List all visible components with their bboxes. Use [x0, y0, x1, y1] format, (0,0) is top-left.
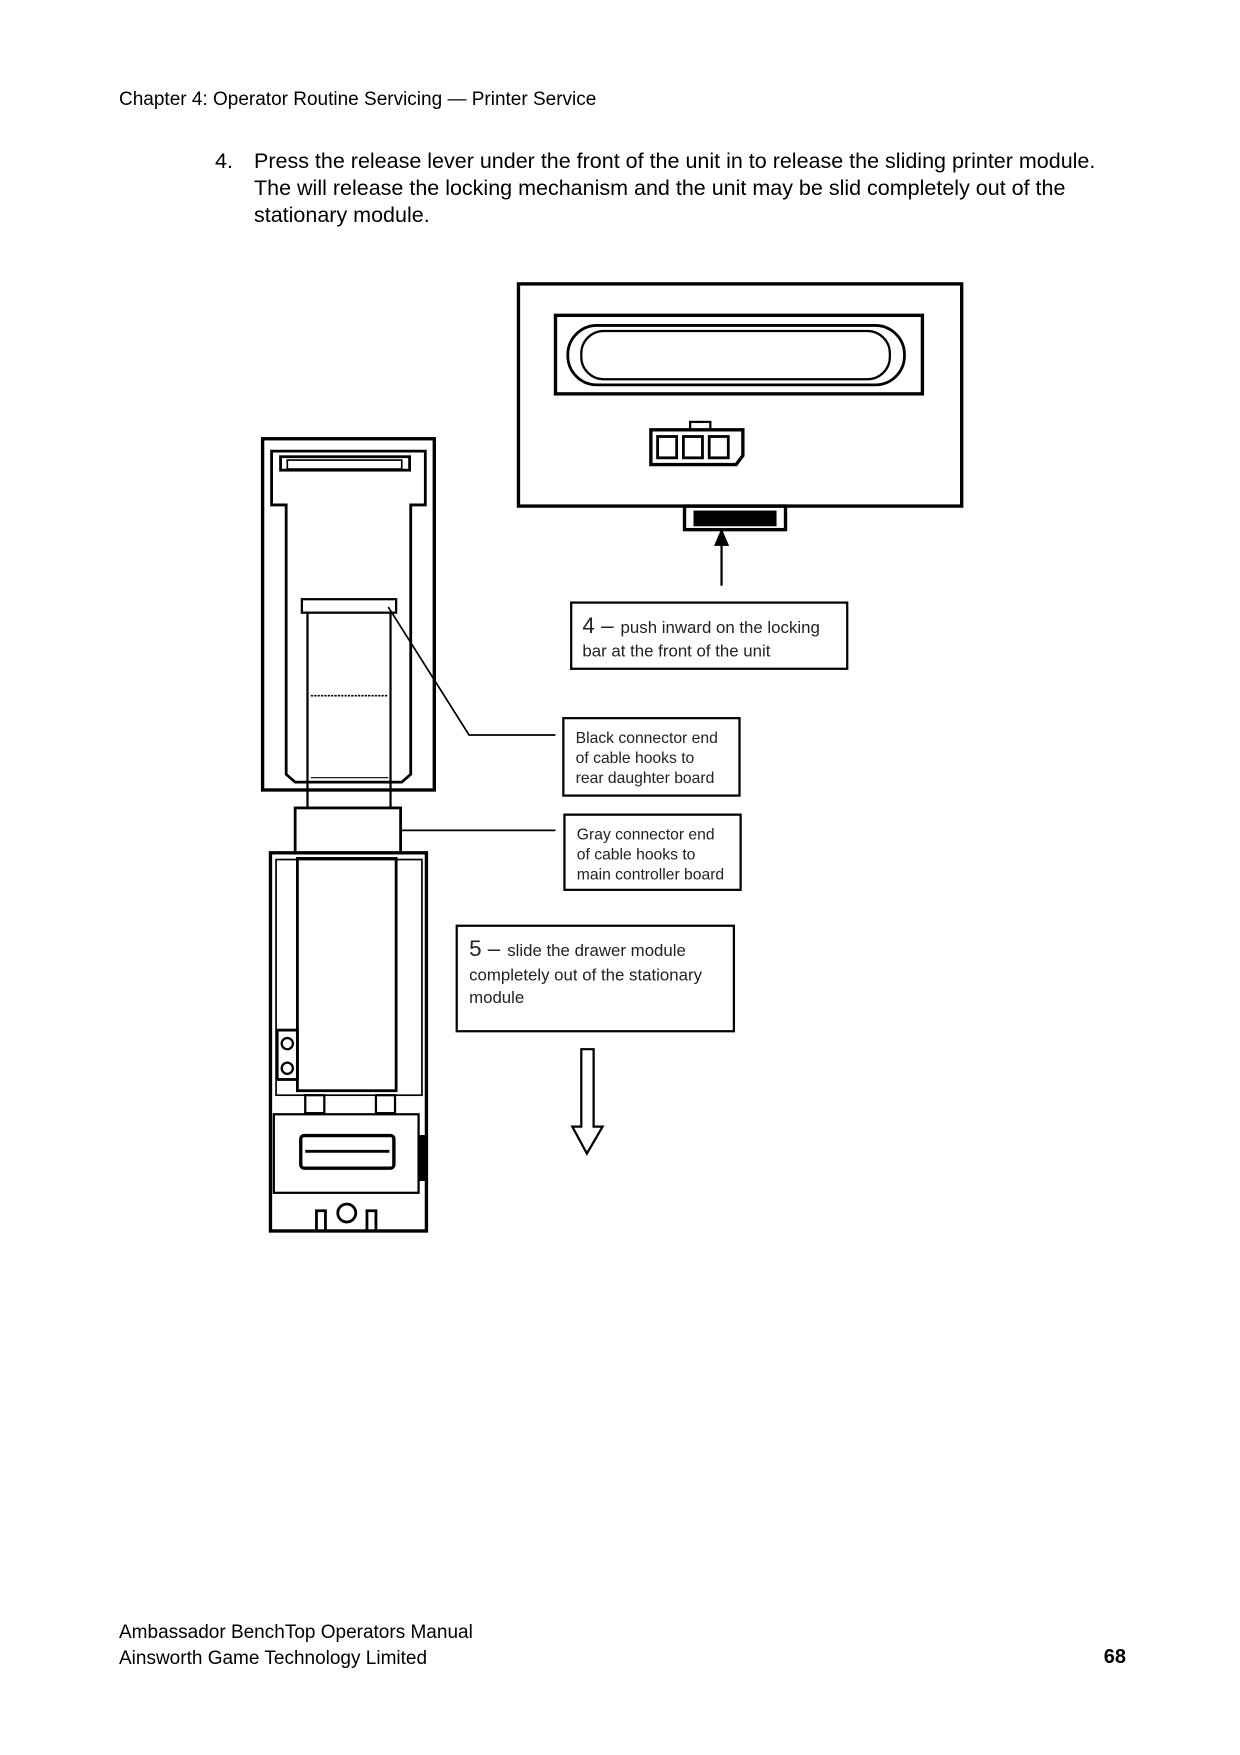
callout-line: Gray connector end	[577, 826, 715, 843]
power-connector-icon	[649, 420, 745, 467]
callout-line: bar at the front of the unit	[582, 641, 770, 660]
callout-line: main controller board	[577, 867, 724, 884]
callout-line: slide the drawer module	[507, 941, 686, 960]
drawer-module-top-view	[260, 437, 436, 1233]
running-header: Chapter 4: Operator Routine Servicing — …	[119, 89, 597, 110]
locking-bar	[693, 510, 777, 527]
callout-line: push inward on the locking	[621, 618, 820, 637]
up-arrow-icon	[713, 528, 730, 586]
callout-line: rear daughter board	[576, 770, 715, 787]
unit-front-view	[516, 282, 964, 532]
callout-line: Black connector end	[576, 730, 718, 747]
company-name: Ainsworth Game Technology Limited	[119, 1648, 428, 1669]
footer: Ambassador BenchTop Operators Manual Ain…	[119, 1620, 473, 1672]
callout-black-connector: Black connector end of cable hooks to re…	[562, 717, 741, 797]
callout-gray-connector: Gray connector end of cable hooks to mai…	[563, 813, 742, 891]
callout-number: 5 –	[469, 936, 501, 961]
callout-line: of cable hooks to	[576, 750, 695, 767]
page-number: 68	[1103, 1646, 1126, 1668]
leader-line	[387, 606, 556, 736]
step-number: 4.	[215, 149, 233, 173]
down-arrow-icon	[570, 1048, 605, 1156]
step-text: Press the release lever under the front …	[254, 149, 1096, 227]
callout-line: module	[469, 988, 524, 1007]
callout-push-locking-bar: 4 – push inward on the locking bar at th…	[570, 601, 849, 670]
manual-title: Ambassador BenchTop Operators Manual	[119, 1622, 473, 1643]
callout-line: completely out of the stationary	[469, 966, 703, 985]
instruction-step: 4. Press the release lever under the fro…	[215, 148, 1115, 229]
callout-slide-drawer: 5 – slide the drawer module completely o…	[455, 924, 736, 1033]
callout-number: 4 –	[582, 613, 614, 638]
callout-line: of cable hooks to	[577, 847, 696, 864]
